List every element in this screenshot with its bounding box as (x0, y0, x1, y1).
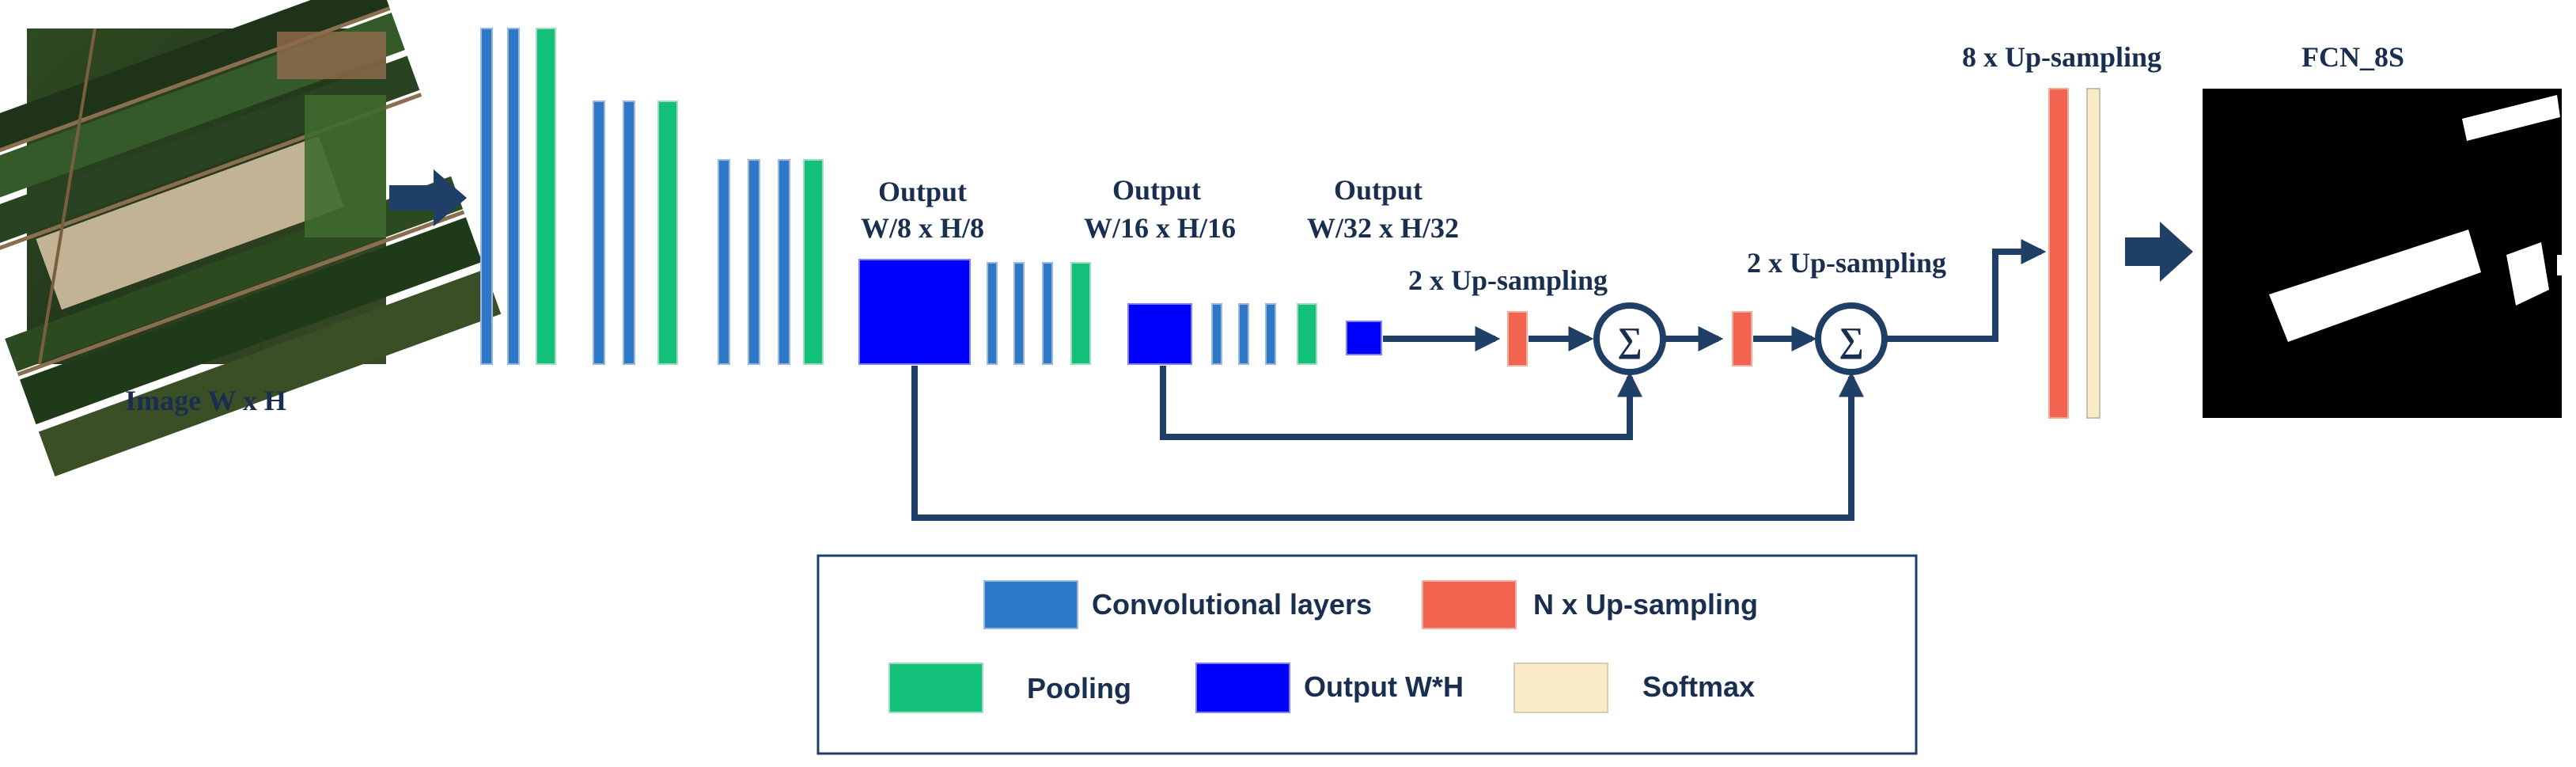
encoder-block-5 (1211, 303, 1317, 365)
legend-swatch-conv (983, 580, 1078, 629)
encoder-block-3 (718, 159, 824, 365)
legend-swatch-upsampling (1422, 580, 1517, 629)
sum-symbol-1: ∑ (1617, 321, 1642, 359)
encoder-block-4 (987, 262, 1091, 365)
conv-layer (987, 262, 998, 365)
output8-label-line2: W/8 x H/8 (861, 212, 984, 244)
skip-connection-pool3 (911, 366, 1864, 521)
softmax-layer (2086, 88, 2101, 419)
output-w16-block (1127, 303, 1192, 365)
conv-layer (778, 159, 790, 365)
input-caption: Image W x H (125, 385, 286, 416)
input-image (0, 0, 502, 477)
legend-label-output: Output W*H (1304, 670, 1464, 703)
pooling-layer (803, 159, 824, 365)
output-arrow (2125, 222, 2193, 282)
conv-layer (1238, 303, 1249, 365)
upsample-8x-layer (2048, 88, 2069, 419)
output-w8-block (858, 259, 971, 365)
conv-layer (1042, 262, 1053, 365)
pooling-layer (536, 28, 556, 365)
result-title: FCN_8S (2301, 41, 2404, 73)
legend-swatch-pooling (888, 663, 983, 713)
pooling-layer (657, 101, 678, 365)
encoder-block-1 (480, 28, 556, 365)
conv-layer (507, 28, 520, 365)
legend-frame (816, 554, 1918, 755)
conv-layer (593, 101, 605, 365)
legend-swatch-softmax (1513, 663, 1608, 713)
conv-layer (1265, 303, 1276, 365)
upsample-8x-label: 8 x Up-sampling (1962, 41, 2161, 73)
segmentation-result-image (2203, 89, 2562, 418)
legend: Convolutional layers N x Up-sampling Poo… (816, 554, 1918, 755)
output32-label-line1: Output (1334, 174, 1422, 206)
upsample-2x-layer-2 (1732, 311, 1752, 366)
legend-label-upsampling: N x Up-sampling (1533, 588, 1758, 621)
legend-label-pooling: Pooling (1027, 672, 1131, 704)
upsample-2x-first-label: 2 x Up-sampling (1408, 264, 1608, 296)
output8-label-line1: Output (878, 176, 967, 207)
conv-layer (1211, 303, 1222, 365)
encoder-block-2 (593, 101, 678, 365)
conv-layer (748, 159, 760, 365)
upsample-2x-layer-1 (1507, 311, 1528, 366)
pooling-layer (1070, 262, 1091, 365)
legend-label-softmax: Softmax (1642, 670, 1755, 703)
output16-label-line2: W/16 x H/16 (1084, 212, 1236, 244)
conv-layer (623, 101, 635, 365)
legend-label-conv: Convolutional layers (1092, 588, 1372, 621)
output32-label-line2: W/32 x H/32 (1307, 212, 1459, 244)
input-arrow (389, 169, 467, 226)
sum-symbol-2: ∑ (1839, 321, 1863, 359)
upsample-2x-second-label: 2 x Up-sampling (1747, 247, 1946, 279)
legend-swatch-output (1195, 663, 1290, 713)
skip-connection-pool4 (1160, 366, 1642, 440)
conv-layer (718, 159, 730, 365)
output16-label-line1: Output (1112, 174, 1201, 206)
output-w32-block (1346, 321, 1382, 355)
pooling-layer (1297, 303, 1317, 365)
conv-layer (480, 28, 493, 365)
flow-arrow (1886, 239, 2047, 342)
conv-layer (1013, 262, 1025, 365)
